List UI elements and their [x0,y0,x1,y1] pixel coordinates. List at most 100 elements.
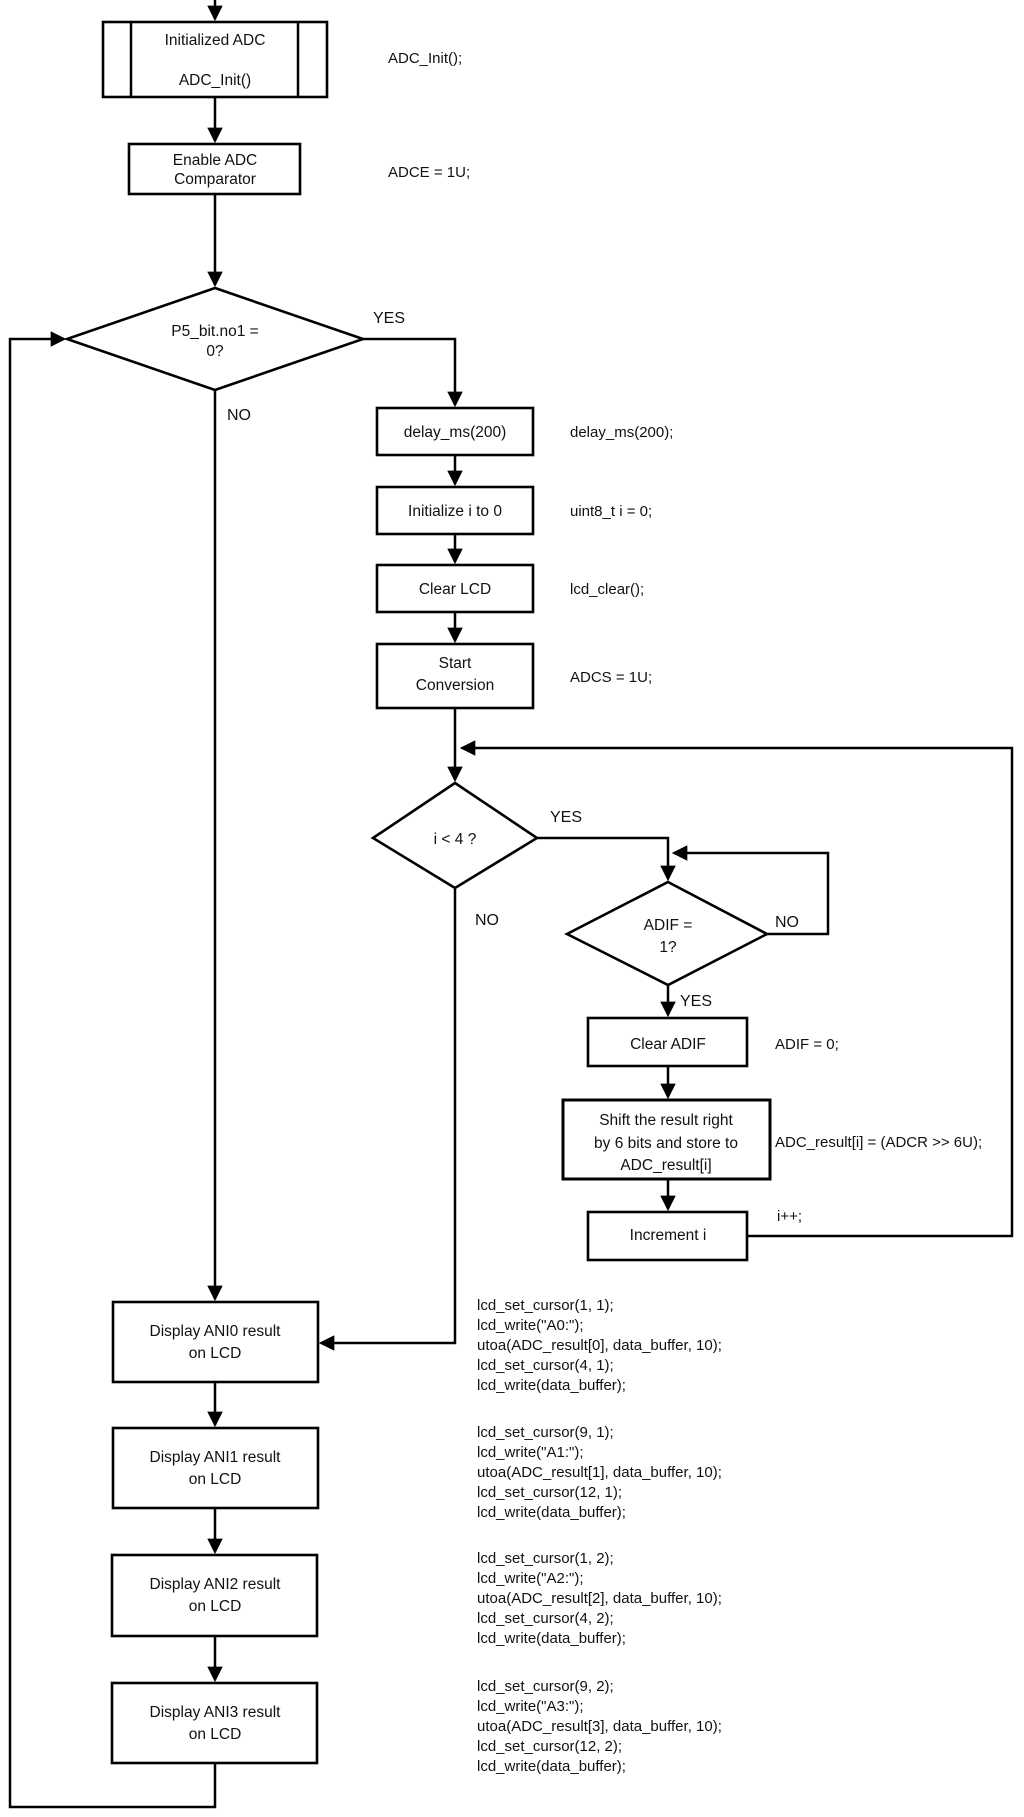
code-block-ani3: lcd_set_cursor(9, 2); lcd_write("A3:"); … [477,1678,722,1775]
code-line: lcd_write("A3:"); [477,1698,584,1715]
code-line: lcd_set_cursor(4, 2); [477,1610,614,1627]
code-block-ani1: lcd_set_cursor(9, 1); lcd_write("A1:"); … [477,1424,722,1521]
adif-label-line1: ADIF = [644,917,693,934]
node-enable-adc-comparator: Enable ADC Comparator [127,142,302,196]
edge-adif-no-loop [671,845,830,936]
start-conversion-label-line1: Start [439,655,472,672]
node-display-ani3: Display ANI3 result on LCD [110,1681,319,1765]
display-ani2-label-line1: Display ANI2 result [150,1576,282,1593]
annotation-adce: ADCE = 1U; [388,164,470,181]
edge-main-loopback [8,331,217,1809]
increment-i-box [586,1210,749,1262]
enable-adc-label-line2: Comparator [174,171,256,188]
code-block-ani0: lcd_set_cursor(1, 1); lcd_write("A0:"); … [477,1297,722,1394]
p5-yes-label: YES [373,310,405,327]
edge-increment-loopback [459,740,1014,1238]
code-line: lcd_set_cursor(1, 2); [477,1550,614,1567]
increment-i-label: Increment i [630,1227,707,1244]
adif-no-label: NO [775,914,799,931]
initialize-i-label: Initialize i to 0 [408,503,502,520]
code-line: lcd_write(data_buffer); [477,1630,626,1647]
node-clear-lcd: Clear LCD [375,563,535,614]
node-display-ani2: Display ANI2 result on LCD [110,1553,319,1638]
edge-i4-yes [537,836,676,882]
code-line: lcd_write(data_buffer); [477,1758,626,1775]
annotation-lcd-clear: lcd_clear(); [570,581,644,598]
enable-adc-label-line1: Enable ADC [173,152,257,169]
display-ani1-label-line1: Display ANI1 result [150,1449,282,1466]
node-delay-ms: delay_ms(200) [375,406,535,457]
annotation-adc-init: ADC_Init(); [388,50,462,67]
shift-result-label-line1: Shift the result right [599,1112,733,1129]
code-line: lcd_set_cursor(1, 1); [477,1297,614,1314]
shift-result-box [561,1098,772,1181]
code-line: lcd_set_cursor(12, 2); [477,1738,622,1755]
display-ani3-label-line2: on LCD [189,1726,242,1743]
start-conversion-box [375,642,535,710]
enable-adc-box [127,142,302,196]
i4-yes-label: YES [550,809,582,826]
p5-label-line1: P5_bit.no1 = [171,323,258,340]
init-adc-label-line2: ADC_Init() [179,72,251,89]
shift-result-label-line2: by 6 bits and store to [594,1135,738,1152]
code-line: utoa(ADC_result[2], data_buffer, 10); [477,1590,722,1607]
display-ani3-box [110,1681,319,1765]
code-line: lcd_write(data_buffer); [477,1504,626,1521]
node-shift-result: Shift the result right by 6 bits and sto… [561,1098,772,1181]
display-ani2-label-line2: on LCD [189,1598,242,1615]
display-ani2-box [110,1553,319,1638]
node-initialize-i: Initialize i to 0 [375,485,535,536]
p5-diamond [63,286,367,392]
delay-ms-box [375,406,535,457]
node-display-ani0: Display ANI0 result on LCD [111,1300,320,1384]
p5-no-label: NO [227,407,251,424]
display-ani0-label-line2: on LCD [189,1345,242,1362]
code-line: lcd_write("A1:"); [477,1444,584,1461]
code-line: lcd_set_cursor(9, 1); [477,1424,614,1441]
annotation-adif-0: ADIF = 0; [775,1036,839,1053]
adif-diamond [564,880,770,987]
node-start-conversion: Start Conversion [375,642,535,710]
node-clear-adif: Clear ADIF [586,1016,749,1068]
start-conversion-label-line2: Conversion [416,677,494,694]
display-ani3-label-line1: Display ANI3 result [150,1704,282,1721]
node-p5-decision: P5_bit.no1 = 0? [63,286,367,392]
clear-adif-label: Clear ADIF [630,1036,706,1053]
annotation-i-plus-plus: i++; [777,1208,802,1225]
p5-label-line2: 0? [206,343,224,360]
annotation-adc-result: ADC_result[i] = (ADCR >> 6U); [775,1134,982,1151]
display-ani0-box [111,1300,320,1384]
display-ani1-label-line2: on LCD [189,1471,242,1488]
i4-label: i < 4 ? [434,831,477,848]
code-line: lcd_write("A0:"); [477,1317,584,1334]
shift-result-label-line3: ADC_result[i] [620,1157,711,1174]
adif-yes-label: YES [680,993,712,1010]
initialize-i-box [375,485,535,536]
display-ani1-box [111,1426,320,1510]
annotation-adcs: ADCS = 1U; [570,669,652,686]
edge-i4-no [318,888,457,1351]
annotation-delay-ms: delay_ms(200); [570,424,673,441]
code-line: utoa(ADC_result[1], data_buffer, 10); [477,1464,722,1481]
node-adif-decision: ADIF = 1? [564,880,770,987]
code-line: lcd_set_cursor(9, 2); [477,1678,614,1695]
clear-adif-box [586,1016,749,1068]
annotation-uint8: uint8_t i = 0; [570,503,652,520]
node-display-ani1: Display ANI1 result on LCD [111,1426,320,1510]
i4-no-label: NO [475,912,499,929]
clear-lcd-label: Clear LCD [419,581,491,598]
node-increment-i: Increment i [586,1210,749,1262]
code-line: utoa(ADC_result[0], data_buffer, 10); [477,1337,722,1354]
code-line: lcd_write("A2:"); [477,1570,584,1587]
code-line: utoa(ADC_result[3], data_buffer, 10); [477,1718,722,1735]
adif-label-line2: 1? [659,939,677,956]
edge-p5-yes [363,337,463,408]
code-line: lcd_set_cursor(12, 1); [477,1484,622,1501]
node-init-adc: Initialized ADC ADC_Init() [101,20,329,99]
init-adc-label-line1: Initialized ADC [165,32,266,49]
code-block-ani2: lcd_set_cursor(1, 2); lcd_write("A2:"); … [477,1550,722,1647]
delay-ms-label: delay_ms(200) [404,424,507,441]
clear-lcd-box [375,563,535,614]
